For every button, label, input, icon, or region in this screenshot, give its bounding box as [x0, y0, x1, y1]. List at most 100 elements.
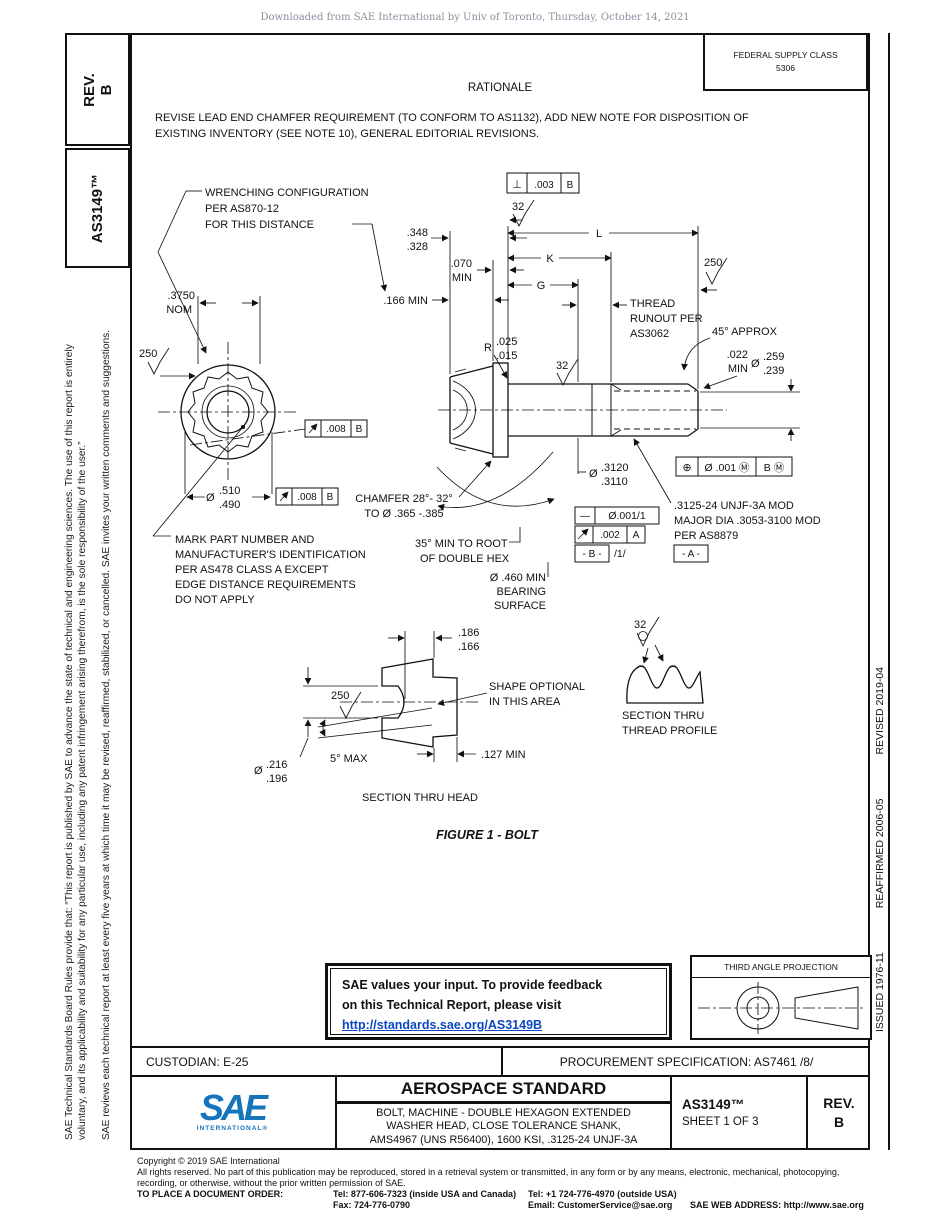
svg-text:Ø: Ø [206, 492, 215, 504]
technical-drawing: .008 B .008 B WRENCHING CONFIGURATION PE… [139, 172, 821, 842]
svg-text:35° MIN TO ROOT: 35° MIN TO ROOT [415, 538, 508, 550]
thread-runout-note: THREAD [630, 298, 675, 310]
svg-text:- A -: - A - [682, 549, 700, 560]
section-head-label: SECTION THRU HEAD [362, 792, 478, 804]
fcf-position: ⊕ Ø .001 Ⓜ B Ⓜ [675, 456, 793, 477]
svg-text:SHAPE OPTIONAL: SHAPE OPTIONAL [489, 681, 585, 693]
notice-line: SAE Technical Standards Board Rules prov… [64, 344, 75, 1140]
svg-text:IN THIS AREA: IN THIS AREA [489, 696, 561, 708]
svg-text:.166 MIN: .166 MIN [383, 295, 428, 307]
fcf-straightness: — Ø.001/1 [574, 506, 660, 525]
doc-number-sidebar-box: AS3149™ [65, 148, 130, 268]
feedback-line: SAE values your input. To provide feedba… [342, 978, 603, 992]
section-thread-label: SECTION THRU [622, 710, 704, 722]
svg-text:R: R [484, 342, 492, 354]
svg-text:.186: .186 [458, 627, 479, 639]
notice-line: SAE reviews each technical report at lea… [101, 329, 112, 1140]
svg-text:.127 MIN: .127 MIN [481, 749, 526, 761]
procurement-cell: PROCUREMENT SPECIFICATION: AS7461 /8/ [503, 1048, 870, 1075]
doc-number-vertical: AS3149™ [89, 173, 106, 243]
third-angle-projection-symbol [698, 982, 864, 1034]
svg-text:K: K [546, 253, 554, 265]
svg-text:PER AS478 CLASS A EXCEPT: PER AS478 CLASS A EXCEPT [175, 564, 329, 576]
svg-text:AS3062: AS3062 [630, 328, 669, 340]
svg-text:.022: .022 [727, 349, 748, 361]
doc-subtitle-line: WASHER HEAD, CLOSE TOLERANCE SHANK, [386, 1120, 621, 1132]
svg-text:45° APPROX: 45° APPROX [712, 326, 778, 338]
custodian-cell: CUSTODIAN: E-25 [130, 1048, 503, 1075]
title-block-divider [806, 1075, 808, 1150]
rev-value: B [833, 1113, 845, 1130]
sae-review-notice: SAE reviews each technical report at lea… [100, 272, 113, 1140]
rationale-line: REVISE LEAD END CHAMFER REQUIREMENT (TO … [155, 112, 749, 124]
svg-text:PER AS8879: PER AS8879 [674, 530, 738, 542]
federal-supply-class-box: FEDERAL SUPPLY CLASS 5306 [703, 33, 868, 91]
tel-outside: Tel: +1 724-776-4970 (outside USA) [528, 1189, 677, 1199]
svg-text:MANUFACTURER'S IDENTIFICATION: MANUFACTURER'S IDENTIFICATION [175, 549, 366, 561]
title-block-top-line [130, 1075, 870, 1077]
svg-text:.490: .490 [219, 499, 240, 511]
svg-text:MIN: MIN [452, 272, 472, 284]
rev-cell: REV. B [808, 1077, 870, 1148]
rev-sidebar-box: REV. B [65, 33, 130, 146]
svg-text:.3110: .3110 [601, 476, 628, 488]
order-label: TO PLACE A DOCUMENT ORDER: [137, 1189, 284, 1199]
outer-right-border [888, 33, 890, 1150]
rationale-text: REVISE LEAD END CHAMFER REQUIREMENT (TO … [155, 111, 749, 142]
svg-text:Ø .460 MIN: Ø .460 MIN [490, 572, 546, 584]
svg-text:Ø .001 Ⓜ: Ø .001 Ⓜ [705, 462, 750, 474]
revised-date: REVISED 2019-04 [874, 666, 886, 755]
projection-title: THIRD ANGLE PROJECTION [692, 957, 870, 978]
sae-logo-text: SAE [199, 1087, 268, 1128]
svg-text:B: B [327, 492, 334, 503]
doc-type-heading: AEROSPACE STANDARD [400, 1079, 607, 1098]
download-watermark: Downloaded from SAE International by Uni… [260, 12, 690, 23]
tel-inside: Tel: 877-606-7323 (inside USA and Canada… [333, 1189, 517, 1199]
svg-text:THREAD PROFILE: THREAD PROFILE [622, 725, 717, 737]
svg-text:250: 250 [331, 690, 349, 702]
thread-spec-note: .3125-24 UNJF-3A MOD [674, 500, 794, 512]
row-divider [130, 1046, 870, 1048]
svg-text:Ø: Ø [589, 468, 598, 480]
svg-text:Ø: Ø [254, 765, 263, 777]
sae-board-rules-notice: SAE Technical Standards Board Rules prov… [63, 272, 89, 1140]
wrenching-note: WRENCHING CONFIGURATION [205, 187, 369, 199]
fcf-perpendicularity: ⊥ .003 B [506, 172, 580, 194]
svg-text:.348: .348 [407, 227, 428, 239]
title-rule [337, 1101, 670, 1104]
svg-text:OF DOUBLE HEX: OF DOUBLE HEX [420, 553, 510, 565]
svg-text:.003: .003 [534, 180, 554, 191]
doc-subtitle-line: BOLT, MACHINE - DOUBLE HEXAGON EXTENDED [376, 1106, 631, 1119]
svg-text:FOR THIS DISTANCE: FOR THIS DISTANCE [205, 219, 314, 231]
svg-text:BEARING: BEARING [496, 586, 546, 598]
main-border-frame [130, 33, 870, 1150]
rev-label: REV. [823, 1094, 855, 1111]
fax: Fax: 724-776-0790 [333, 1200, 411, 1210]
svg-text:PER AS870-12: PER AS870-12 [205, 203, 279, 215]
svg-text:G: G [537, 280, 546, 292]
svg-text:L: L [596, 228, 602, 240]
svg-text:.008: .008 [297, 492, 317, 503]
svg-text:DO NOT APPLY: DO NOT APPLY [175, 594, 255, 606]
svg-text:.239: .239 [763, 365, 784, 377]
svg-text:MIN: MIN [728, 363, 748, 375]
notice-line: voluntary, and its applicability and sui… [77, 441, 88, 1140]
svg-text:/1/: /1/ [614, 548, 626, 560]
rights-line: All rights reserved. No part of this pub… [137, 1167, 840, 1177]
svg-text:Ø.001/1: Ø.001/1 [608, 510, 646, 522]
svg-text:32: 32 [512, 201, 524, 213]
svg-text:TO Ø .365 -.385: TO Ø .365 -.385 [364, 508, 443, 520]
svg-text:CHAMFER 28°- 32°: CHAMFER 28°- 32° [355, 493, 452, 505]
copyright-line: Copyright © 2019 SAE International [137, 1156, 280, 1166]
email: Email: CustomerService@sae.org [528, 1200, 673, 1210]
svg-text:.166: .166 [458, 641, 479, 653]
svg-text:5° MAX: 5° MAX [330, 753, 368, 765]
fsc-label: FEDERAL SUPPLY CLASS [733, 50, 838, 60]
rights-line: recording, or otherwise, without the pri… [137, 1178, 406, 1188]
web-address: SAE WEB ADDRESS: http://www.sae.org [690, 1200, 864, 1210]
svg-text:.328: .328 [407, 241, 428, 253]
doc-number-cell: AS3149™ SHEET 1 OF 3 [672, 1077, 808, 1148]
marking-note: MARK PART NUMBER AND [175, 534, 314, 546]
sae-logo: SAE INTERNATIONAL® [130, 1077, 335, 1148]
feedback-link[interactable]: http://standards.sae.org/AS3149B [342, 1018, 543, 1032]
